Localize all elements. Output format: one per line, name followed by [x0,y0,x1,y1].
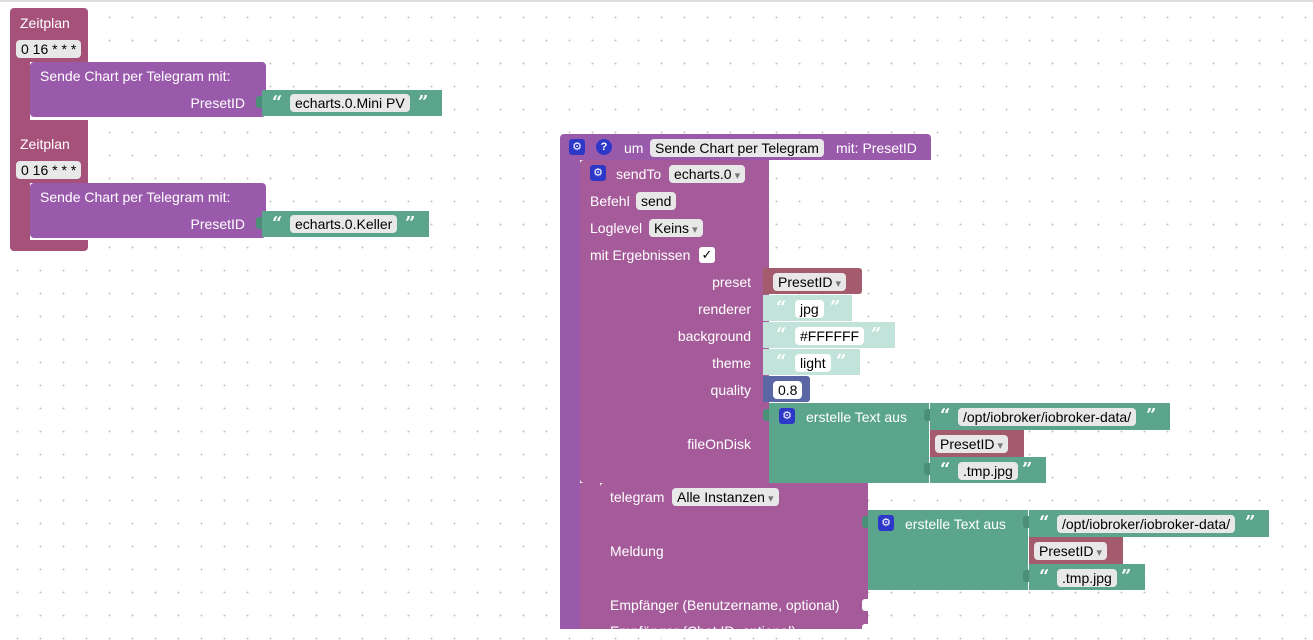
open-quote-icon: “ [776,324,787,345]
loglevel-label: Loglevel [590,220,643,236]
adapter-dropdown[interactable]: echarts.0 [669,165,746,183]
command-label: Befehl [590,193,630,209]
param-label: PresetID [190,216,245,232]
recipient-chat-label: Empfänger (Chat ID, optional) [610,623,796,639]
procedure-name-field[interactable]: Sende Chart per Telegram [650,139,824,157]
close-quote-icon: ” [1022,459,1033,480]
open-quote-icon: “ [940,405,951,426]
telegram-block[interactable] [600,483,868,629]
telegram-path-value[interactable]: /opt/iobroker/iobroker-data/ [1057,515,1236,533]
preset-variable-dropdown[interactable]: PresetID [773,273,847,291]
gear-icon[interactable]: ⚙ [779,408,795,424]
open-quote-icon: “ [776,297,787,318]
param-label: PresetID [190,95,245,111]
procedure-body [560,160,580,629]
schedule-arm [10,62,30,122]
recipient-user-label: Empfänger (Benutzername, optional) [610,597,840,613]
open-quote-icon: “ [272,213,283,234]
path-value[interactable]: /opt/iobroker/iobroker-data/ [958,408,1137,426]
loglevel-dropdown[interactable]: Keins [649,219,703,237]
gear-icon[interactable]: ⚙ [878,515,894,531]
help-icon[interactable]: ? [596,139,612,155]
theme-label: theme [712,355,751,371]
telegram-label: telegram [610,489,665,505]
schedule-footer [10,120,88,130]
schedule-footer [10,240,88,251]
input-connector [1023,570,1029,582]
quality-label: quality [710,382,751,398]
cron-field[interactable]: 0 16 * * * [16,40,82,58]
renderer-value[interactable]: jpg [795,300,824,318]
input-connector [763,409,769,421]
input-connector [862,516,868,528]
close-quote-icon: ” [1146,405,1157,426]
open-quote-icon: “ [940,459,951,480]
close-quote-icon: ” [405,213,416,234]
call-procedure-label: Sende Chart per Telegram mit: [40,189,231,205]
input-connector [862,624,868,629]
text-value[interactable]: echarts.0.Keller [290,215,398,233]
telegram-instance-dropdown[interactable]: Alle Instanzen [672,488,779,506]
file-variable-dropdown[interactable]: PresetID [935,435,1009,453]
call-procedure-block[interactable] [30,183,266,238]
close-quote-icon: ” [418,92,429,113]
results-checkbox[interactable]: ✓ [699,247,715,263]
theme-value[interactable]: light [795,354,831,372]
open-quote-icon: “ [1039,512,1050,533]
telegram-spacer [580,483,600,629]
telegram-ext-value[interactable]: .tmp.jpg [1057,569,1117,587]
text-value[interactable]: echarts.0.Mini PV [290,94,410,112]
command-field[interactable]: send [636,192,677,210]
call-procedure-block[interactable] [30,62,266,117]
schedule-title: Zeitplan [20,15,70,31]
input-connector [1023,516,1029,528]
input-connector [256,96,262,108]
background-value[interactable]: #FFFFFF [795,327,865,345]
open-quote-icon: “ [1039,566,1050,587]
open-quote-icon: “ [272,92,283,113]
call-procedure-label: Sende Chart per Telegram mit: [40,68,231,84]
close-quote-icon: ” [871,324,882,345]
close-quote-icon: ” [1121,566,1132,587]
join-text-block[interactable] [769,403,929,483]
join-text-label: erstelle Text aus [806,409,907,425]
preset-label: preset [712,274,751,290]
renderer-label: renderer [698,301,751,317]
message-label: Meldung [610,543,664,559]
quality-value[interactable]: 0.8 [773,381,803,399]
gear-icon[interactable]: ⚙ [590,165,606,181]
input-connector [924,409,930,421]
input-connector [256,217,262,229]
telegram-join-label: erstelle Text aus [905,516,1006,532]
input-connector [862,599,868,611]
close-quote-icon: ” [1245,512,1256,533]
close-quote-icon: ” [830,297,841,318]
telegram-variable-dropdown[interactable]: PresetID [1034,542,1108,560]
schedule-arm [10,183,30,243]
sendto-block[interactable] [580,160,769,483]
gear-icon[interactable]: ⚙ [569,139,585,155]
schedule-title: Zeitplan [20,136,70,152]
background-label: background [677,328,751,344]
open-quote-icon: “ [776,351,787,372]
ext-value[interactable]: .tmp.jpg [958,462,1018,480]
file-on-disk-label: fileOnDisk [687,436,751,452]
telegram-join-block[interactable] [868,510,1028,590]
close-quote-icon: ” [836,351,847,372]
procedure-prefix: um [624,140,644,156]
workspace-top-border [0,0,1313,2]
input-connector [924,463,930,475]
results-label: mit Ergebnissen [590,247,691,263]
procedure-params: mit: PresetID [836,140,917,156]
sendto-label: sendTo [616,166,662,182]
cron-field[interactable]: 0 16 * * * [16,161,82,179]
